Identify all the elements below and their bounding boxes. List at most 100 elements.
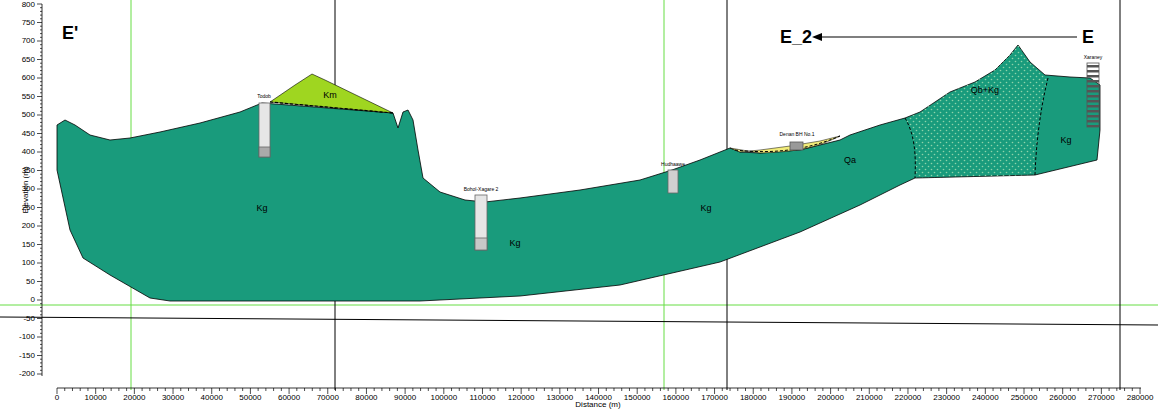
axis-tick bbox=[40, 155, 42, 156]
axis-tick bbox=[737, 388, 738, 391]
axis-tick bbox=[40, 240, 42, 241]
axis-tick bbox=[234, 388, 235, 391]
axis-tick bbox=[40, 18, 42, 19]
axis-tick bbox=[954, 388, 955, 391]
axis-tick bbox=[40, 92, 42, 93]
axis-tick bbox=[165, 388, 166, 391]
axis-tick bbox=[350, 388, 351, 391]
axis-tick bbox=[40, 74, 42, 75]
axis-tick bbox=[381, 388, 382, 391]
axis-tick bbox=[37, 244, 42, 245]
elevation-tick-label: 750 bbox=[22, 19, 35, 27]
distance-tick-label: 210000 bbox=[856, 394, 883, 402]
axis-tick bbox=[1093, 388, 1094, 391]
axis-tick bbox=[536, 388, 537, 391]
axis-tick bbox=[962, 388, 963, 391]
axis-tick bbox=[846, 388, 847, 391]
axis-tick bbox=[567, 388, 568, 391]
distance-tick-label: 280000 bbox=[1127, 394, 1154, 402]
axis-tick bbox=[892, 388, 893, 391]
axis-tick bbox=[40, 233, 42, 234]
axis-tick bbox=[126, 388, 127, 391]
unit-label: Qa bbox=[844, 156, 856, 165]
kg-unit bbox=[57, 45, 1100, 301]
axis-tick bbox=[40, 370, 42, 371]
axis-tick bbox=[40, 348, 42, 349]
distance-tick-label: 170000 bbox=[701, 394, 728, 402]
axis-tick bbox=[142, 388, 143, 391]
elevation-tick-label: -200 bbox=[19, 370, 35, 378]
axis-tick bbox=[505, 388, 506, 391]
axis-tick bbox=[660, 388, 661, 391]
axis-tick bbox=[652, 388, 653, 391]
distance-tick-label: 70000 bbox=[317, 394, 339, 402]
axis-tick bbox=[157, 388, 158, 391]
elevation-tick-label: 350 bbox=[22, 167, 35, 175]
axis-tick bbox=[644, 388, 645, 391]
distance-tick-label: 120000 bbox=[508, 394, 535, 402]
axis-tick bbox=[37, 133, 42, 134]
axis-tick bbox=[180, 388, 181, 391]
distance-tick-label: 200000 bbox=[817, 394, 844, 402]
axis-tick bbox=[304, 388, 305, 391]
axis-tick bbox=[40, 107, 42, 108]
axis-tick bbox=[497, 388, 498, 391]
borehole bbox=[259, 147, 270, 157]
axis-tick bbox=[40, 222, 42, 223]
elevation-tick-label: -150 bbox=[19, 352, 35, 360]
axis-tick bbox=[40, 344, 42, 345]
axis-tick bbox=[40, 285, 42, 286]
axis-tick bbox=[40, 66, 42, 67]
axis-tick bbox=[40, 148, 42, 149]
axis-tick bbox=[80, 388, 81, 391]
axis-tick bbox=[40, 174, 42, 175]
axis-tick bbox=[40, 15, 42, 16]
axis-tick bbox=[768, 388, 769, 391]
axis-tick bbox=[111, 388, 112, 391]
distance-tick-label: 190000 bbox=[779, 394, 806, 402]
axis-tick bbox=[87, 388, 88, 391]
axis-tick bbox=[1031, 388, 1032, 391]
distance-tick-label: 180000 bbox=[740, 394, 767, 402]
axis-tick bbox=[40, 7, 42, 8]
grid-line bbox=[0, 305, 1158, 306]
axis-tick bbox=[320, 388, 321, 391]
axis-tick bbox=[72, 388, 73, 391]
distance-tick-label: 130000 bbox=[546, 394, 573, 402]
elevation-tick-label: 500 bbox=[22, 111, 35, 119]
grid-line bbox=[0, 317, 1158, 325]
grid-line bbox=[1120, 0, 1121, 390]
axis-tick bbox=[799, 388, 800, 391]
elevation-tick-label: -100 bbox=[19, 333, 35, 341]
unit-label: Km bbox=[323, 91, 337, 100]
distance-tick-label: 270000 bbox=[1088, 394, 1115, 402]
axis-tick bbox=[40, 70, 42, 71]
qb-kg-unit bbox=[905, 45, 1048, 178]
axis-tick bbox=[436, 388, 437, 391]
axis-tick bbox=[37, 207, 42, 208]
distance-tick-label: 160000 bbox=[663, 394, 690, 402]
axis-tick bbox=[397, 388, 398, 391]
axis-tick bbox=[37, 4, 42, 5]
axis-tick bbox=[265, 388, 266, 391]
axis-tick bbox=[1008, 388, 1009, 391]
axis-tick bbox=[931, 388, 932, 391]
distance-tick-label: 30000 bbox=[162, 394, 184, 402]
axis-tick bbox=[40, 266, 42, 267]
section-end-label: E bbox=[1082, 28, 1094, 46]
axis-tick bbox=[40, 259, 42, 260]
distance-tick-label: 10000 bbox=[85, 394, 107, 402]
contact-line bbox=[270, 102, 393, 113]
axis-tick bbox=[37, 374, 42, 375]
elevation-tick-label: 200 bbox=[22, 222, 35, 230]
axis-tick bbox=[40, 122, 42, 123]
axis-tick bbox=[40, 177, 42, 178]
axis-tick bbox=[1124, 388, 1125, 391]
axis-tick bbox=[544, 388, 545, 391]
axis-tick bbox=[40, 325, 42, 326]
axis-tick bbox=[242, 388, 243, 391]
elevation-tick-label: 0 bbox=[31, 296, 35, 304]
distance-tick-label: 250000 bbox=[1011, 394, 1038, 402]
axis-tick bbox=[428, 388, 429, 391]
